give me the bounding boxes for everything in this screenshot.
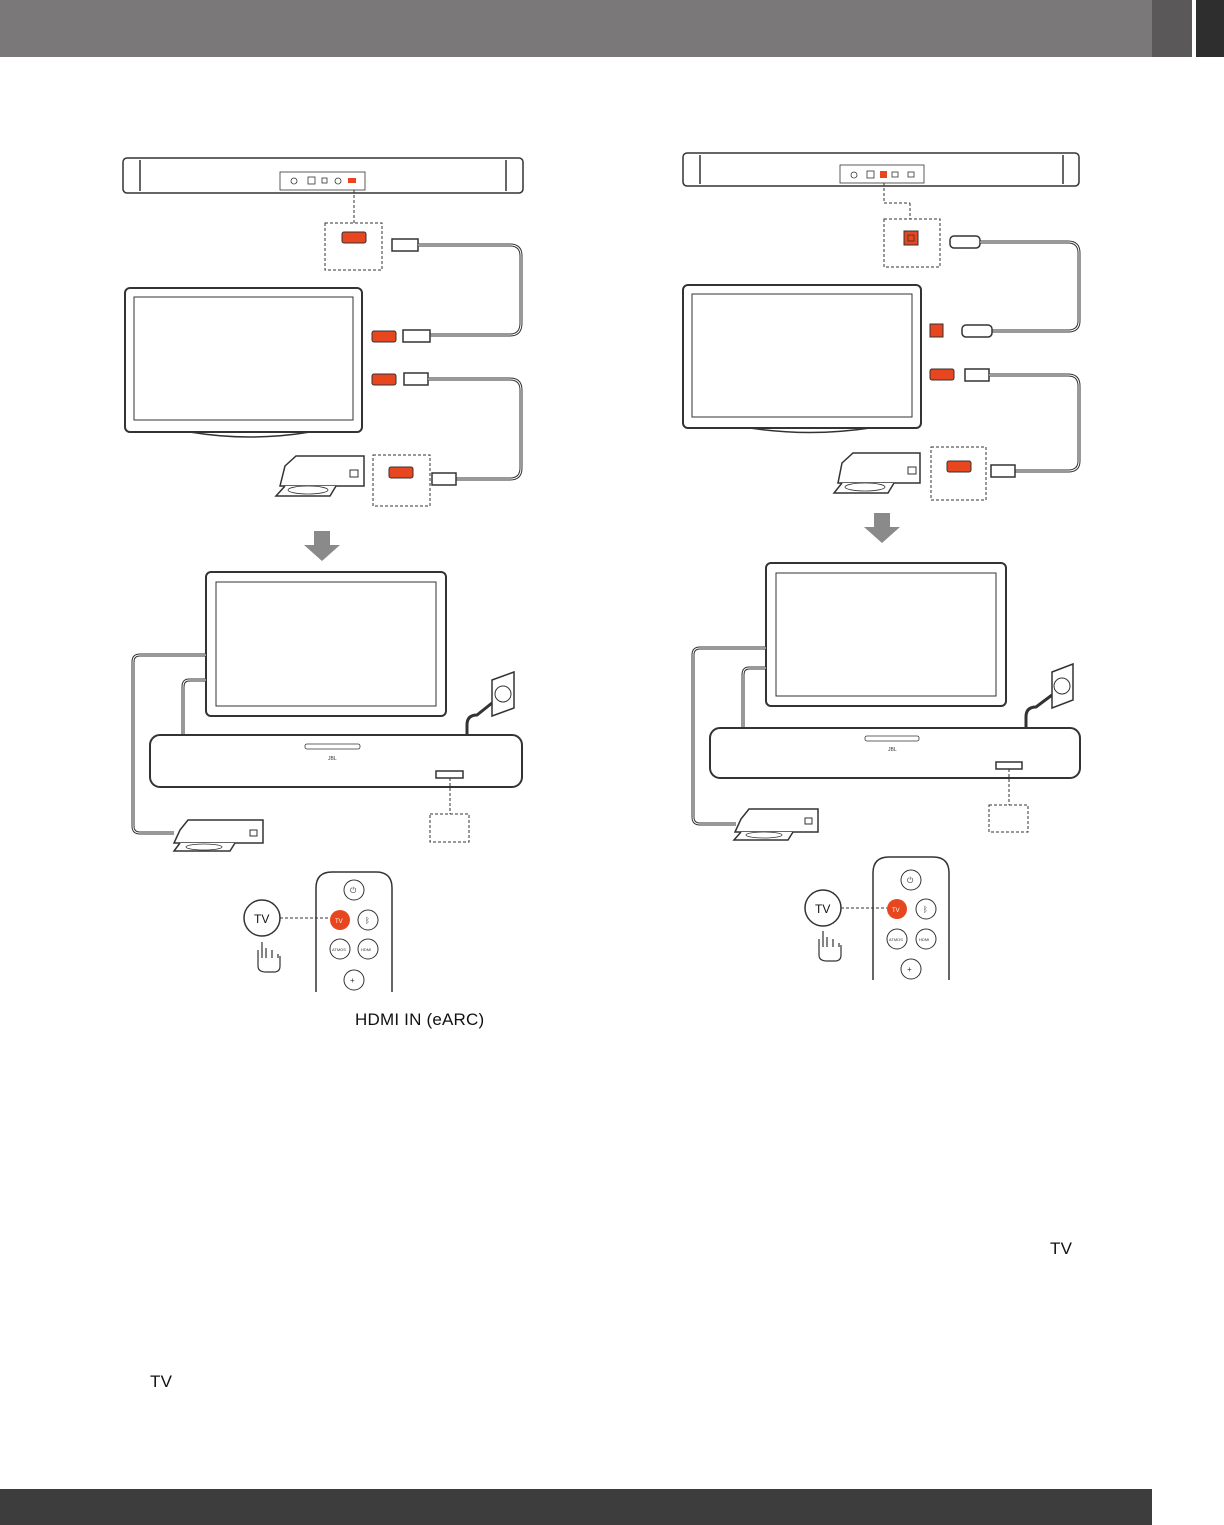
tv-caption-left: TV [150, 1372, 173, 1391]
soundbar-brand: JBL [328, 756, 337, 762]
hdmi-connection-diagram: JBL ⏻ TV ᛒ ATMOS HDMI + TV [122, 157, 524, 992]
arrow-down-icon [864, 513, 900, 543]
footer-band [0, 1489, 1152, 1525]
atmos-label: ATMOS [332, 947, 346, 952]
remote-control [315, 871, 393, 992]
tv-callout-label: TV [254, 912, 269, 926]
finger-press-icon [257, 942, 281, 973]
remote-control [872, 856, 950, 980]
hdmi-earc-port-zoom [341, 231, 367, 244]
tv-screen [124, 287, 363, 433]
header-band [0, 0, 1152, 57]
volume-up-icon: + [907, 965, 912, 974]
soundbar-hdmi-port [348, 178, 356, 183]
header-tab-dark [1196, 0, 1224, 57]
remote-tv-button[interactable] [887, 899, 907, 919]
player-hdmi-out-zoom [946, 460, 972, 473]
hdmi-label: HDMI [919, 937, 929, 942]
volume-up-icon: + [350, 976, 355, 985]
optical-port-zoom [903, 230, 919, 246]
bluetooth-icon: ᛒ [923, 905, 928, 914]
soundbar-front [709, 727, 1081, 779]
bluetooth-icon: ᛒ [365, 916, 370, 925]
arrow-down-icon [304, 531, 340, 561]
wall-socket [1051, 662, 1074, 710]
soundbar-back-panel [122, 157, 524, 194]
tv-hdmi-arc-port [371, 330, 397, 343]
power-icon: ⏻ [350, 886, 357, 895]
remote-tv-label: TV [892, 908, 900, 914]
blu-ray-player [274, 455, 365, 497]
blu-ray-player [832, 452, 921, 494]
hdmi-earc-caption: HDMI IN (eARC) [355, 1010, 485, 1029]
tv-caption-right: TV [1050, 1239, 1073, 1258]
header-tab [1152, 0, 1192, 57]
wall-socket [491, 670, 515, 718]
optical-connection-diagram: JBL ⏻ TV ᛒ ATMOS HDMI + TV [682, 152, 1081, 980]
tv-optical-port [929, 323, 944, 338]
tv-callout-label: TV [815, 902, 830, 916]
power-icon: ⏻ [907, 876, 914, 885]
tv-hdmi-port [371, 373, 397, 386]
finger-press-icon [818, 931, 842, 962]
soundbar-display [995, 761, 1023, 770]
remote-tv-label: TV [335, 919, 343, 925]
soundbar-brand: JBL [888, 747, 897, 753]
remote-tv-button[interactable] [330, 910, 350, 930]
soundbar-display [435, 770, 464, 779]
soundbar-front [149, 734, 523, 788]
player-hdmi-out-zoom [388, 466, 414, 479]
soundbar-back-panel [682, 152, 1080, 187]
atmos-label: ATMOS [889, 937, 903, 942]
tv-hdmi-port [929, 368, 955, 381]
display-zoom-box [988, 804, 1029, 833]
soundbar-optical-port [880, 171, 887, 178]
display-zoom-box [429, 813, 470, 843]
hdmi-label: HDMI [361, 947, 371, 952]
